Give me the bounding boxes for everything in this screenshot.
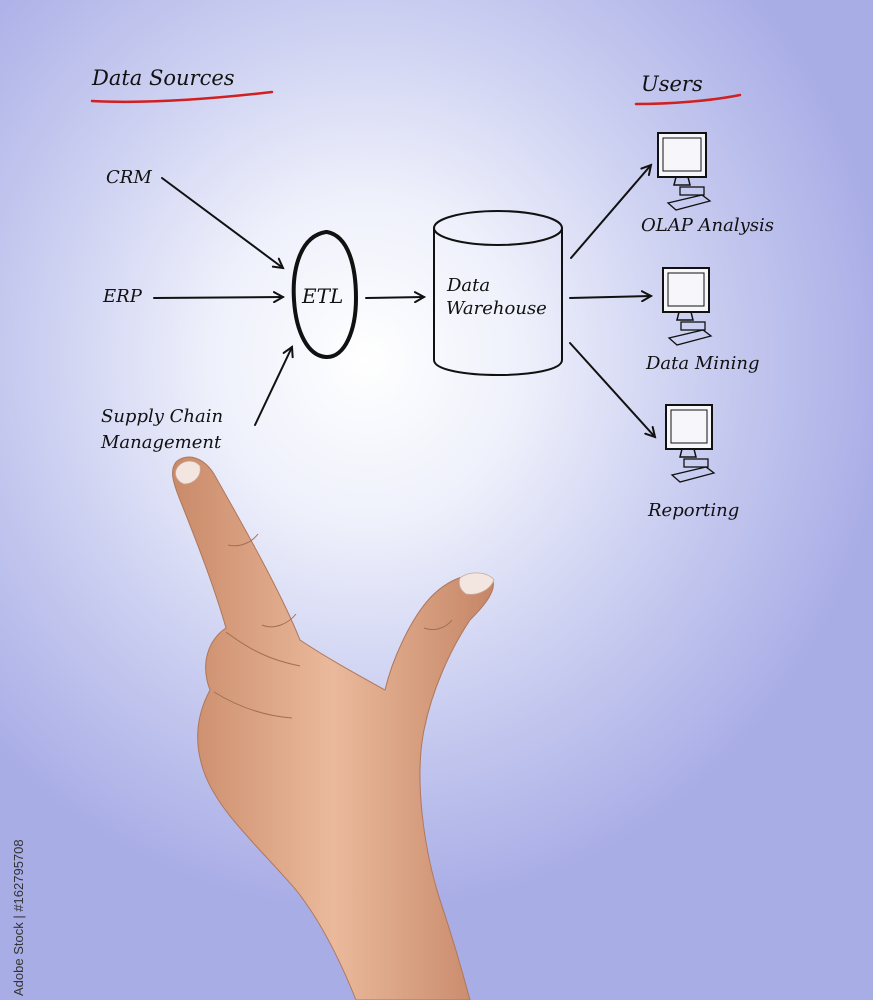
output-olap-analysis: OLAP Analysis	[641, 215, 774, 236]
source-crm: CRM	[106, 167, 152, 188]
computer-icon-reporting	[665, 404, 716, 483]
data-warehouse-cylinder	[433, 210, 563, 376]
computer-icon-mining	[662, 267, 713, 346]
arrow-warehouse-mining	[569, 296, 651, 298]
warehouse-label-line1: Data	[446, 275, 490, 296]
pointing-hand	[172, 456, 495, 1000]
output-reporting: Reporting	[647, 500, 739, 521]
watermark-text: Adobe Stock | #162795708	[11, 839, 26, 996]
warehouse-label-line2: Warehouse	[446, 298, 547, 319]
source-scm-line1: Supply Chain	[101, 406, 223, 427]
arrow-crm-etl	[161, 177, 283, 268]
arrow-scm-etl	[254, 347, 292, 426]
computer-icon-olap	[657, 132, 712, 211]
data-sources-heading: Data Sources	[91, 66, 235, 90]
arrow-etl-warehouse	[365, 297, 424, 298]
arrow-warehouse-olap	[570, 165, 651, 259]
source-scm-line2: Management	[100, 432, 222, 453]
output-data-mining: Data Mining	[645, 353, 760, 374]
data-sources-underline	[90, 90, 274, 104]
users-underline	[634, 93, 742, 106]
svg-text:Adobe Stock | #162795708: Adobe Stock | #162795708	[11, 839, 26, 996]
users-heading: Users	[641, 72, 703, 96]
etl-label: ETL	[301, 284, 343, 308]
arrow-warehouse-reporting	[569, 342, 655, 437]
arrow-erp-etl	[153, 297, 283, 298]
source-erp: ERP	[102, 286, 143, 307]
etl-ellipse	[291, 230, 359, 360]
